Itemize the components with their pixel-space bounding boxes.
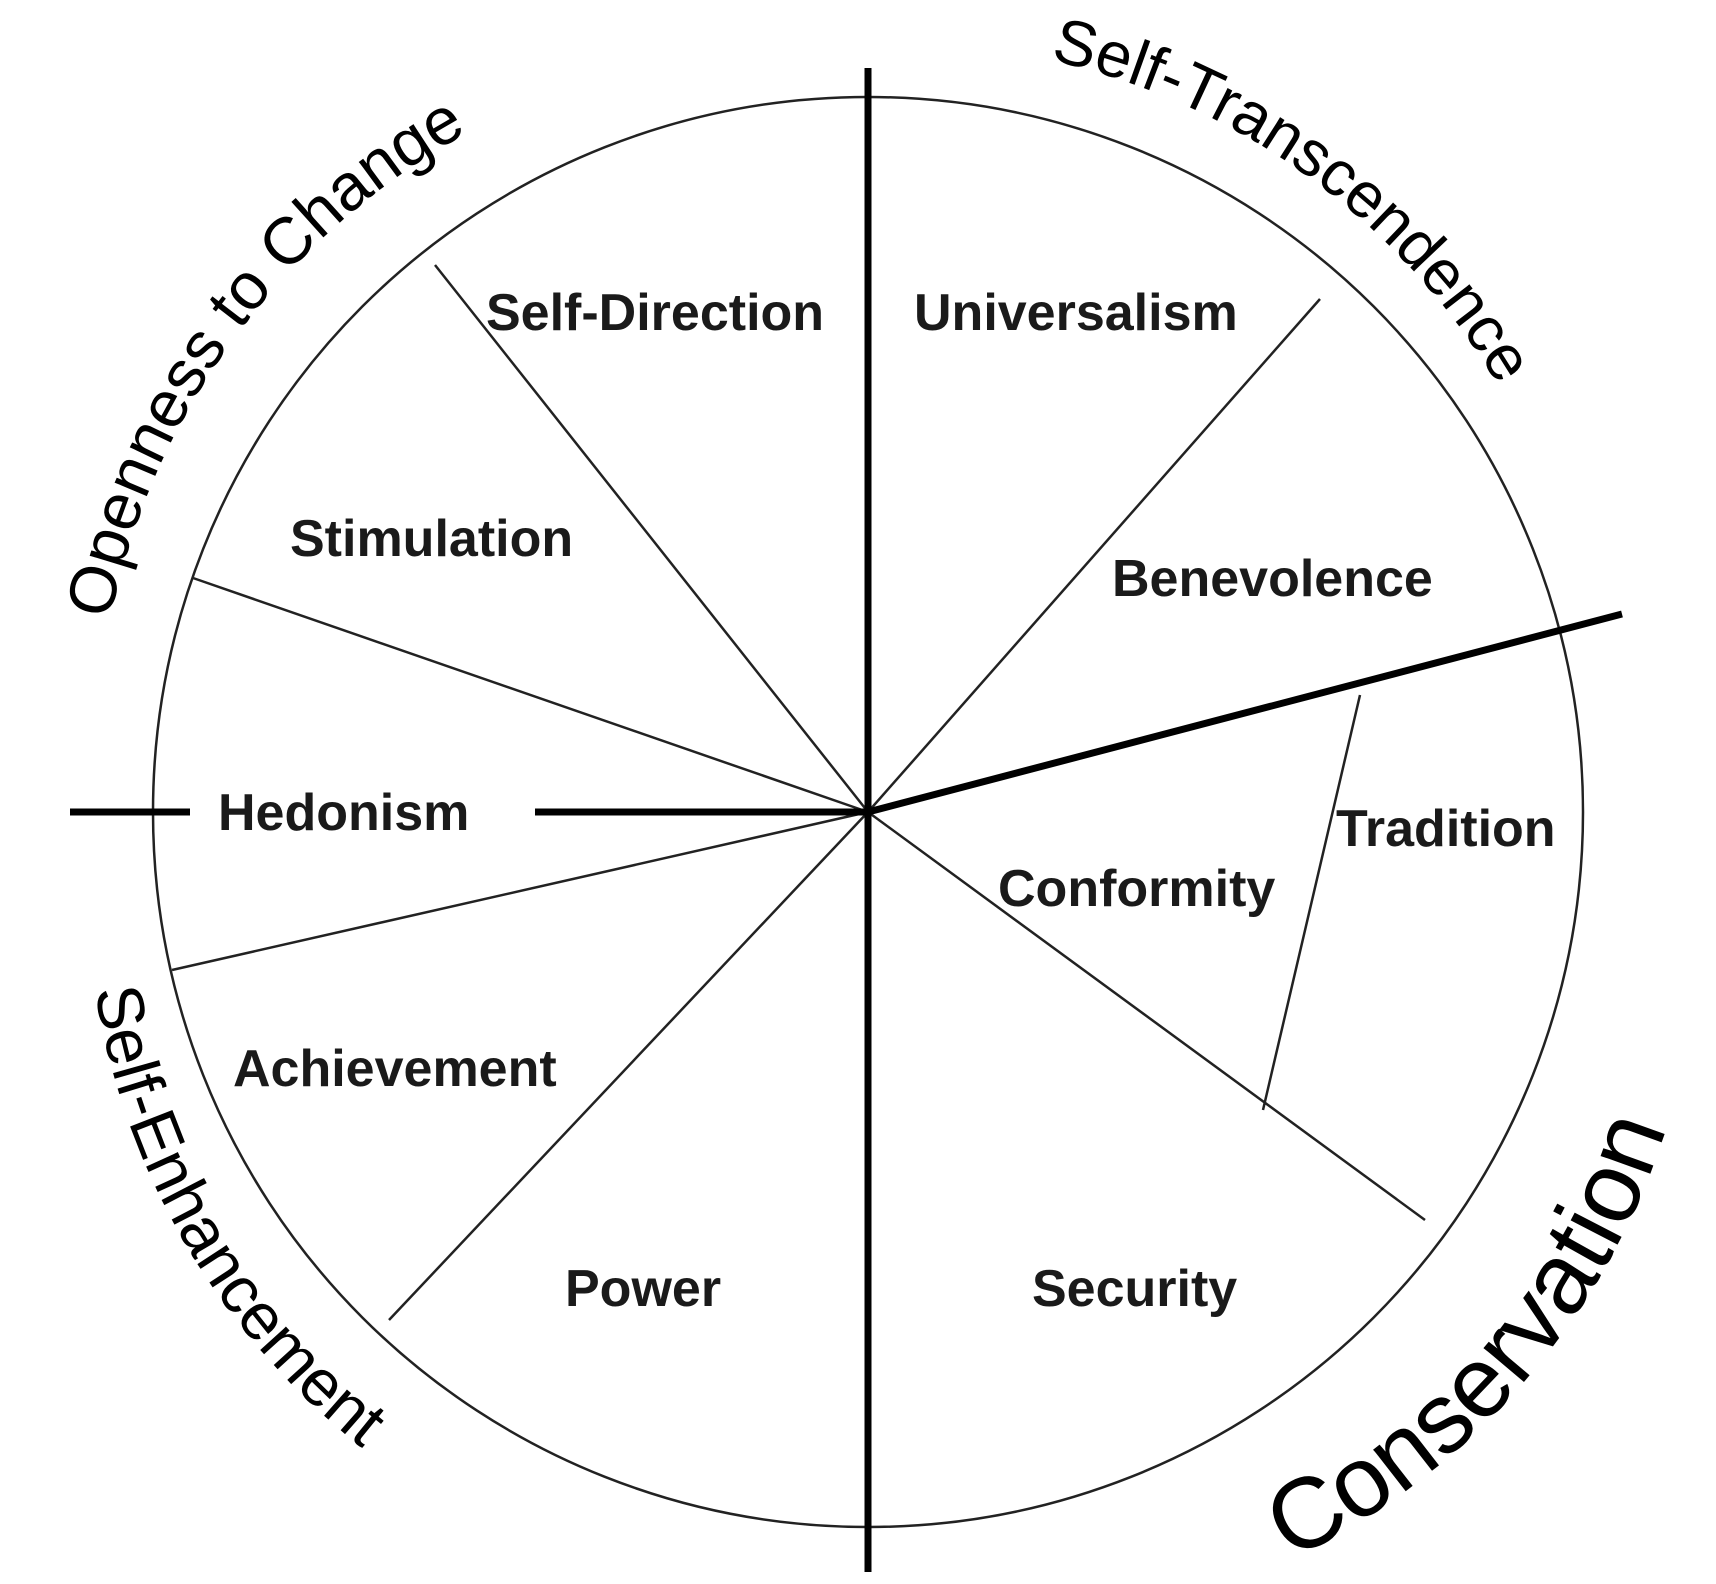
divider-conformity-security [867,810,1426,1222]
divider-achievement-power [388,811,869,1321]
dimension-axes [70,68,1623,1572]
label-stimulation: Stimulation [290,510,573,568]
value-labels: Self-Direction Universalism Stimulation … [218,284,1556,1318]
divider-stimulation-hedonism [192,576,869,814]
label-hedonism: Hedonism [218,784,469,842]
label-universalism: Universalism [914,284,1238,342]
divider-selfdirection-stimulation [434,264,869,813]
label-achievement: Achievement [233,1040,557,1098]
axis-conservation-transcendence [867,610,1623,816]
divider-hedonism-achievement [171,810,869,972]
label-benevolence: Benevolence [1112,550,1433,608]
divider-universalism-benevolence [867,298,1321,813]
sector-dividers [171,264,1426,1321]
label-tradition: Tradition [1336,800,1556,858]
label-conformity: Conformity [998,860,1275,918]
label-security: Security [1032,1260,1237,1318]
label-power: Power [565,1260,721,1318]
divider-conformity-tradition [1261,694,1362,1111]
label-self-direction: Self-Direction [486,284,824,342]
label-conservation: Conservation [1248,1097,1688,1580]
